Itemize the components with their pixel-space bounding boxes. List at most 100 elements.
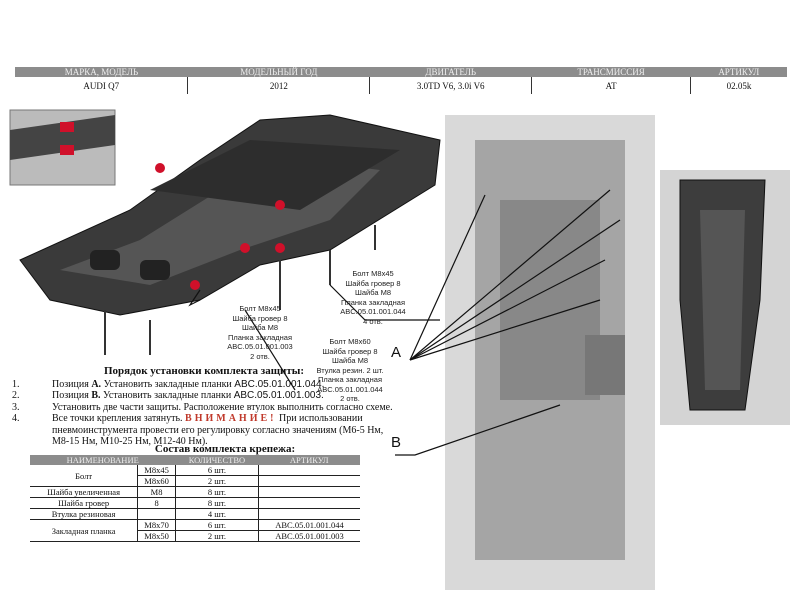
callout-line: Шайба гровер 8 [345,278,401,288]
callout-line: 2 отв. [340,394,360,403]
callout-line: Шайба M8 [354,288,392,297]
callout-line: 2 отв. [250,351,270,361]
col-name: НАИМЕНОВАНИЕ [30,455,176,465]
callout-line: Шайба M8 [241,323,279,332]
cell-size: M8 [137,486,176,498]
label-a: A [391,344,402,361]
step-text: Установить закладные планки [100,390,234,401]
position-label: А. [91,378,102,390]
step-number: 3. [12,401,20,413]
table-row: Втулка резиновая 4 шт. [30,508,360,520]
cell-name: Шайба увеличенная [30,486,138,498]
callout-line: Планка закладная [317,375,383,384]
cell-name: Втулка резиновая [30,508,138,520]
callout-line: Болт M8x45 [352,269,394,278]
callout-line: 4 отв. [363,316,383,326]
diagram-illustrations [9,109,790,590]
cell-article [257,465,360,476]
cell-size: M8x60 [137,475,176,487]
step-text: Все точки крепления затянуть. [52,413,186,424]
installation-steps: Порядок установки комплекта защиты: 1. По… [8,365,400,448]
callout-line: Шайба M8 [331,356,369,365]
cell-qty: 8 шт. [174,486,259,498]
cell-size [137,508,176,520]
cell-size: M8x50 [137,530,176,542]
position-label: В. [91,390,101,401]
step-item: 1. Позиция А. Установить закладные планки… [8,379,400,391]
callout-line: Болт M8x45 [239,304,281,313]
cell-article: ABC.05.01.001.003 [257,530,360,542]
step-item: 4. Все точки крепления затянуть. ВНИМАНИЕ… [8,413,400,448]
skid-plate-drawing [19,114,441,355]
step-item: 2. Позиция В. Установить закладные планки… [8,390,400,402]
transmission-value: AT [531,77,691,94]
year-value: 2012 [187,77,370,94]
step-number: 2. [12,390,20,401]
part-code: ABC.05.01.001.044. [234,378,325,390]
col-article: АРТИКУЛ [690,67,787,77]
cell-name: Закладная планка [30,519,138,542]
callout-line: Планка закладная [340,297,406,307]
col-qty: КОЛИЧЕСТВО [175,455,259,465]
article-value: 02.05k [690,77,787,94]
col-engine: ДВИГАТЕЛЬ [369,67,532,77]
underbody-photo-front [445,115,655,590]
callout-line: Шайба гровер 8 [322,346,378,356]
cell-size: M8x45 [137,465,176,476]
cell-qty: 6 шт. [174,465,259,476]
col-article: АРТИКУЛ [258,455,360,465]
engine-value: 3.0TD V6, 3.0i V6 [369,77,532,94]
step-text: При использовании пневмоинструмента пров… [52,413,384,447]
callout-position-a: Болт M8x45 Шайба гровер 8 Шайба M8 Планк… [318,269,428,326]
step-item: 3. Установить две части защиты. Расположе… [8,402,400,414]
inset-detail-photo [9,109,116,186]
cell-size: M8x70 [137,519,176,531]
cell-qty: 2 шт. [174,475,259,487]
step-number: 1. [12,378,20,390]
cell-article [257,497,360,509]
leader-lines [188,189,621,456]
callout-line: Планка закладная [227,332,293,342]
callout-line: ABC.05.01.001.044 [340,307,406,316]
step-number: 4. [12,413,20,424]
cell-name: Шайба гровер [30,497,138,509]
col-model: МАРКА, МОДЕЛЬ [15,67,188,77]
callout-line: ABC.05.01.001.044 [317,384,383,394]
callout-line: ABC.05.01.001.003 [227,342,293,351]
callout-bushing: Болт M8x60 Шайба гровер 8 Шайба M8 Втулк… [295,337,405,404]
col-year: МОДЕЛЬНЫЙ ГОД [187,67,370,77]
callout-position-b: Болт M8x45 Шайба гровер 8 Шайба M8 Планк… [200,304,320,361]
label-b: B [391,434,402,451]
step-text: Позиция [52,390,92,401]
model-value: AUDI Q7 [83,80,120,91]
col-transmission: ТРАНСМИССИЯ [531,67,691,77]
step-text: Позиция [52,378,92,390]
cell-article [257,486,360,498]
step-text: Установить две части защиты. Расположени… [52,401,393,413]
cell-qty: 4 шт. [174,508,259,520]
cell-article [257,475,360,487]
fasteners-title: Состав комплекта крепежа: [154,443,296,455]
cell-name: Болт [30,465,138,487]
callout-line: Втулка резин. 2 шт. [316,365,384,375]
warning-text: ВНИМАНИЕ! [185,413,277,424]
cell-qty: 6 шт. [174,519,259,531]
cell-article [257,508,360,520]
steps-title: Порядок установки комплекта защиты: [104,365,304,377]
cell-qty: 8 шт. [174,497,259,509]
cell-article: ABC.05.01.001.044 [257,519,360,531]
cell-size: 8 [137,497,176,509]
part-code: ABC.05.01.001.003. [233,390,324,401]
callout-line: Болт M8x60 [329,337,371,346]
step-text: Установить закладные планки [101,378,235,390]
underbody-photo-installed [660,170,790,425]
cell-qty: 2 шт. [174,530,259,542]
vehicle-info-table: МАРКА, МОДЕЛЬ МОДЕЛЬНЫЙ ГОД ДВИГАТЕЛЬ ТР… [15,67,787,94]
